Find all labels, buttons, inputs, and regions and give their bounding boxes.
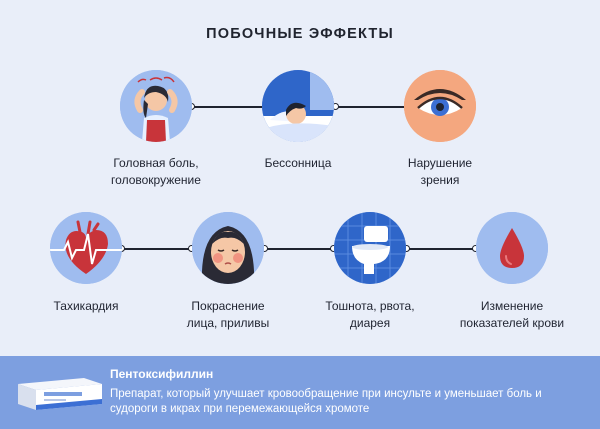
heart-icon	[50, 212, 122, 284]
page-title: ПОБОЧНЫЕ ЭФФЕКТЫ	[206, 26, 394, 42]
row1-connector-1	[192, 106, 266, 108]
toilet-icon	[334, 212, 406, 284]
flushed-face-icon	[192, 212, 264, 284]
drug-name: Пентоксифиллин	[110, 367, 214, 381]
effect-label-flushing: Покраснение лица, приливы	[186, 299, 270, 330]
row1-connector-2	[334, 106, 408, 108]
drug-description: Препарат, который улучшает кровообращени…	[110, 388, 542, 415]
effect-label-tachycardia: Тахикардия	[53, 299, 119, 313]
effect-label-insomnia: Бессонница	[264, 156, 332, 170]
medicine-box-icon	[14, 372, 106, 412]
blood-drop-icon	[476, 212, 548, 284]
effect-label-vision: Нарушение зрения	[407, 156, 473, 187]
row2-connector-3	[406, 248, 476, 250]
insomnia-icon	[262, 70, 334, 142]
eye-icon	[404, 70, 476, 142]
headache-icon	[120, 70, 192, 142]
row2-connector-1	[122, 248, 192, 250]
row2-connector-2	[264, 248, 334, 250]
effect-label-blood: Изменение показателей крови	[459, 299, 565, 330]
effect-label-nausea: Тошнота, рвота, диарея	[325, 299, 415, 330]
effect-label-headache: Головная боль, головокружение	[111, 156, 201, 187]
